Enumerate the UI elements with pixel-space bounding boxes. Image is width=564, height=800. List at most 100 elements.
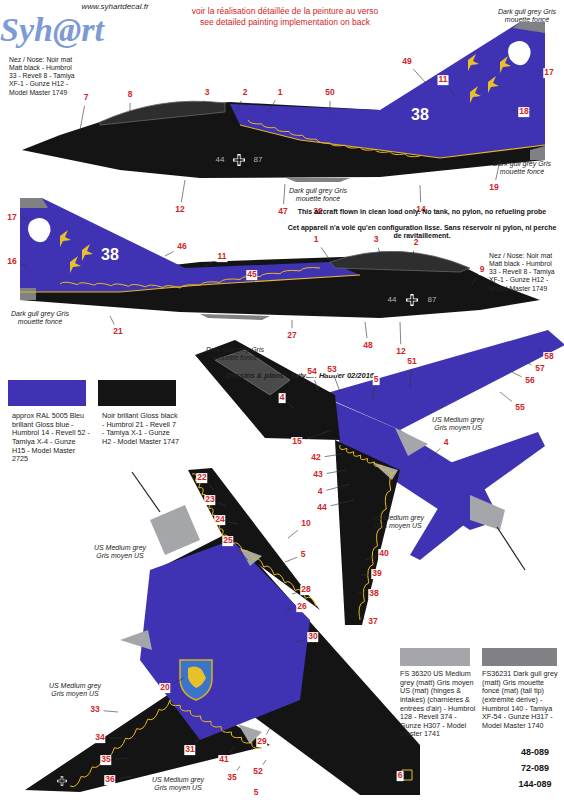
callout-number: 28 bbox=[300, 585, 311, 595]
product-reference: 72-089 bbox=[521, 763, 549, 773]
brand-logo: Syh@rt bbox=[0, 10, 104, 49]
leader-line bbox=[296, 640, 304, 642]
leader-line bbox=[285, 557, 297, 562]
leader-line bbox=[321, 247, 330, 260]
fin-bird bbox=[488, 76, 499, 93]
callout-number: 54 bbox=[306, 367, 317, 377]
aircraft-code: 87 bbox=[254, 155, 263, 164]
callout-number: 23 bbox=[204, 495, 215, 505]
callout-number: 36 bbox=[104, 775, 115, 785]
callout-number: 46 bbox=[176, 242, 187, 252]
leader-line bbox=[378, 248, 380, 254]
leader-line bbox=[286, 609, 293, 610]
callout-number: 17 bbox=[543, 68, 554, 78]
leader-line bbox=[235, 548, 248, 560]
callout-number: 12 bbox=[174, 205, 185, 215]
callout-number: 1 bbox=[277, 88, 284, 98]
callout-number: 3 bbox=[204, 88, 211, 98]
leader-line bbox=[288, 403, 294, 408]
fin-bird bbox=[470, 86, 481, 103]
callout-number: 8 bbox=[127, 90, 134, 100]
callout-number: 27 bbox=[286, 331, 297, 341]
leader-line bbox=[410, 370, 411, 388]
leader-line bbox=[237, 766, 240, 771]
callout-number: 55 bbox=[514, 403, 525, 413]
fin-bird bbox=[468, 54, 479, 71]
callout-number: 31 bbox=[184, 745, 195, 755]
leader-line bbox=[420, 185, 422, 202]
leader-line bbox=[205, 261, 214, 266]
callout-number: 11 bbox=[217, 252, 228, 262]
leader-line bbox=[430, 448, 440, 458]
legend-text: FS36231 Dark gull grey (matt) Gris mouet… bbox=[482, 670, 562, 730]
nose-color-note: Nez / Nose: Noir mat Matt black - Humbro… bbox=[9, 56, 79, 97]
callout-number: 6 bbox=[397, 771, 404, 781]
bottom-view bbox=[25, 468, 420, 795]
leader-line bbox=[412, 251, 414, 257]
leader-line bbox=[284, 184, 285, 204]
fin-bird bbox=[500, 56, 511, 73]
callout-number: 53 bbox=[326, 365, 337, 375]
leader-line bbox=[331, 500, 354, 506]
leader-line bbox=[130, 103, 131, 116]
callout-number: 26 bbox=[296, 602, 307, 612]
callout-number: 19 bbox=[488, 183, 499, 193]
callout-number: 40 bbox=[378, 549, 389, 559]
nose-color-note: Nez / Nose: Noir mat Matt black - Humbro… bbox=[489, 252, 559, 293]
callout-number: 17 bbox=[6, 213, 17, 223]
painting-note: see detailed painting implementation on … bbox=[200, 18, 370, 28]
aircraft-number: 38 bbox=[101, 246, 119, 264]
color-callout: Dark gull grey Gris mouette foncé bbox=[8, 310, 72, 326]
flame-stroke bbox=[248, 120, 420, 157]
callout-number: 47 bbox=[277, 207, 288, 217]
color-callout: Dark gull grey Gris mouette foncé bbox=[495, 8, 559, 24]
callout-number: 25 bbox=[222, 536, 233, 546]
callout-number: 4 bbox=[443, 438, 450, 448]
leader-line bbox=[236, 101, 241, 112]
leader-line bbox=[115, 758, 128, 759]
callout-number: 57 bbox=[534, 364, 545, 374]
color-callout: US Medium grey Gris moyen US bbox=[426, 416, 490, 432]
leader-line bbox=[165, 251, 174, 256]
aircraft-code: 44 bbox=[216, 155, 225, 164]
color-callout: Dark gull grey Gris mouette foncé bbox=[286, 187, 350, 203]
leader-line bbox=[209, 485, 214, 490]
aircraft-code: 87 bbox=[428, 295, 437, 304]
leader-line bbox=[306, 430, 332, 439]
leader-line bbox=[335, 378, 340, 392]
callout-number: 51 bbox=[406, 357, 417, 367]
leader-line bbox=[181, 180, 185, 202]
callout-number: 5 bbox=[373, 375, 380, 385]
color-swatch bbox=[482, 648, 557, 666]
leader-line bbox=[200, 101, 204, 113]
leader-line bbox=[357, 615, 365, 618]
legend-text: approx RAL 5005 Bleu brillant Gloss blue… bbox=[12, 412, 90, 464]
callout-number: 35 bbox=[100, 755, 111, 765]
leader-line bbox=[268, 100, 275, 112]
callout-number: 20 bbox=[159, 683, 170, 693]
callout-number: 50 bbox=[324, 88, 335, 98]
leader-line bbox=[512, 372, 522, 377]
leader-line bbox=[330, 101, 331, 114]
callout-number: 41 bbox=[218, 755, 229, 765]
aircraft-number: 38 bbox=[411, 106, 429, 124]
product-reference: 48-089 bbox=[521, 747, 549, 757]
leader-line bbox=[400, 322, 402, 344]
website-address: www.syhartdecal.fr bbox=[81, 2, 148, 11]
leader-line bbox=[21, 218, 28, 219]
leader-line bbox=[21, 264, 26, 266]
callout-number: 35 bbox=[226, 773, 237, 783]
leader-line bbox=[195, 736, 200, 743]
fin-bird bbox=[60, 230, 71, 247]
leader-line bbox=[358, 592, 365, 594]
leader-line bbox=[229, 522, 238, 524]
callout-number: 12 bbox=[395, 347, 406, 357]
callout-number: 44 bbox=[316, 503, 327, 513]
color-callout: US Medium grey Gris moyen US bbox=[146, 776, 210, 792]
callout-number: 16 bbox=[6, 257, 17, 267]
callout-number: 43 bbox=[312, 470, 323, 480]
leader-line bbox=[292, 320, 293, 328]
leader-line bbox=[110, 316, 114, 324]
callout-number: 1 bbox=[313, 235, 320, 245]
